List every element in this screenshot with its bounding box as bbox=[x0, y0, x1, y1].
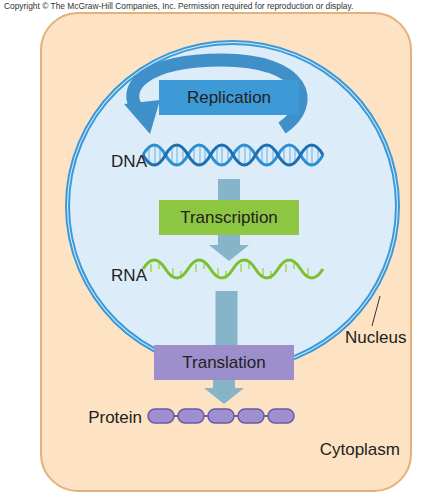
copyright-note: Copyright © The McGraw-Hill Companies, I… bbox=[4, 1, 353, 11]
molecule-node: DNA bbox=[107, 145, 351, 179]
flow-arrow bbox=[229, 179, 230, 200]
dna-helix bbox=[143, 145, 323, 165]
process-box: Replication bbox=[159, 80, 299, 115]
protein-chain bbox=[148, 409, 294, 423]
arrow-head bbox=[204, 388, 244, 404]
nucleus-circle: NucleusReplicationDNATranscriptionRNA bbox=[65, 40, 400, 372]
arrow-head bbox=[209, 245, 249, 261]
region-label: Cytoplasm bbox=[320, 440, 400, 460]
process-label: Translation bbox=[182, 353, 265, 373]
process-label: Replication bbox=[187, 88, 271, 108]
molecule-node: Protein bbox=[78, 404, 370, 432]
arrow-shaft bbox=[218, 179, 240, 200]
replication-loop bbox=[133, 60, 301, 128]
arrow-shaft bbox=[213, 380, 235, 388]
leader-line bbox=[372, 296, 380, 326]
flow-arrow bbox=[209, 235, 249, 261]
nucleus-label: Nucleus bbox=[345, 328, 406, 348]
arrow-shaft bbox=[216, 291, 238, 345]
cell-body: Cytoplasm Nucleus ReplicationDNA Transcript… bbox=[40, 12, 412, 492]
molecule-label: DNA bbox=[111, 152, 147, 172]
flow-arrow bbox=[226, 291, 227, 345]
molecule-node: RNA bbox=[107, 261, 351, 291]
molecule-label: Protein bbox=[88, 408, 142, 428]
rna-strand bbox=[143, 260, 323, 279]
process-box: Translation bbox=[154, 345, 294, 380]
process-label: Transcription bbox=[180, 208, 278, 228]
process-box: Transcription bbox=[159, 200, 299, 235]
replication-arrowhead bbox=[124, 100, 160, 134]
molecule-label: RNA bbox=[111, 266, 147, 286]
arrow-shaft bbox=[218, 235, 240, 245]
flow-arrow bbox=[204, 380, 244, 404]
